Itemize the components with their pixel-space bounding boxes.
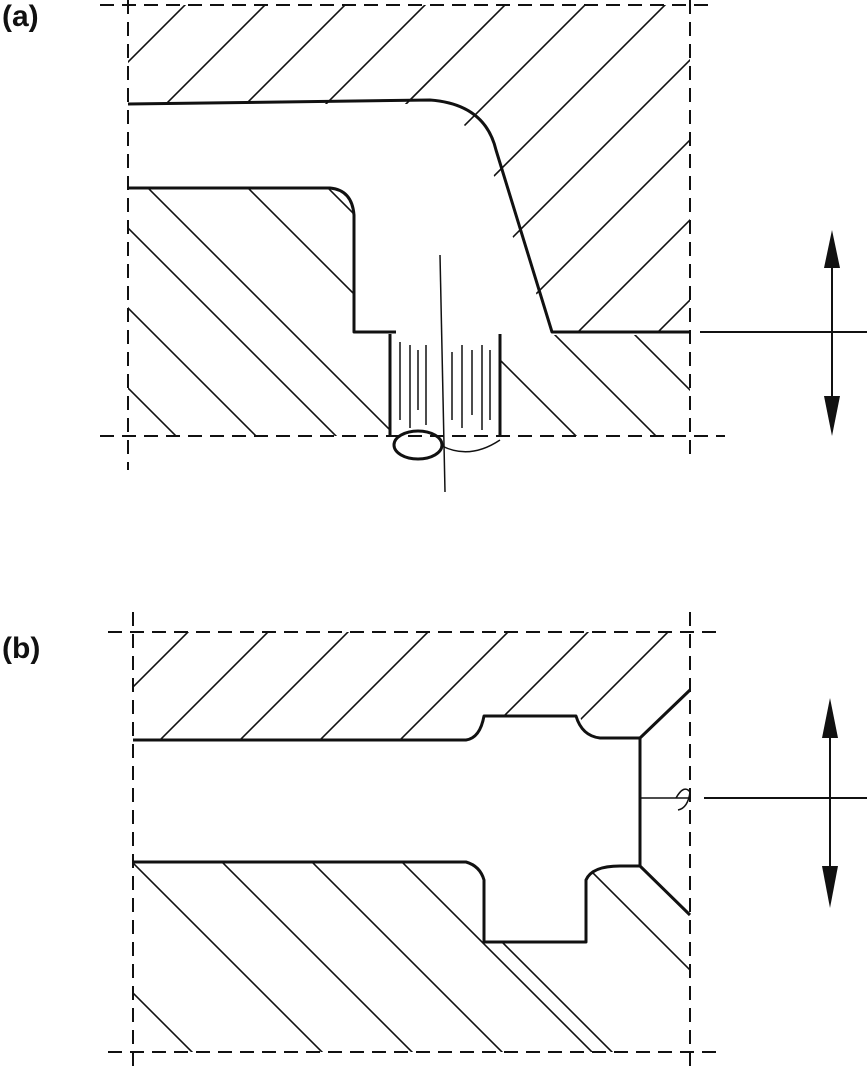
panel-b-parting-line [640, 788, 867, 811]
panel-a-label: (a) [2, 0, 39, 33]
panel-b-motion-arrow [822, 698, 838, 908]
panel-a-upper-die-hatch [128, 5, 690, 332]
panel-b-diagram [108, 612, 867, 1070]
panel-b-upper-cavity-outline [133, 714, 642, 866]
panel-a-frame [100, 0, 725, 470]
panel-a-lower-die-hatch [128, 188, 690, 436]
panel-b-lower-cavity-outline [133, 860, 640, 944]
panel-a-diagram [100, 0, 867, 493]
panel-b-label: (b) [2, 632, 41, 665]
panel-a-motion-arrow [824, 230, 840, 436]
panel-b-frame [108, 612, 718, 1070]
panel-b-upper-die-hatch [133, 632, 690, 740]
panel-b-upper-chamfer [638, 688, 692, 740]
panel-a-centerline [439, 254, 446, 493]
panel-b-lower-die-hatch [133, 862, 690, 1052]
panel-a-lower-die-outline [128, 186, 396, 334]
panel-b-lower-chamfer [638, 864, 692, 917]
panel-a-workpiece-bar [388, 334, 502, 461]
panel-a-upper-die-outline [127, 98, 690, 334]
